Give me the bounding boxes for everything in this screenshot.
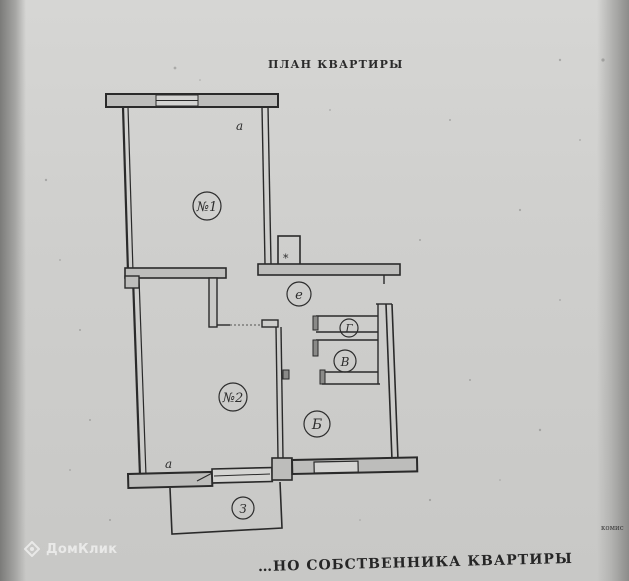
room-1-label-text: №1: [196, 200, 218, 215]
room-1-label: №1: [192, 191, 222, 221]
room1-bottom-partition: [124, 267, 227, 279]
room1-right-wall-b: [267, 106, 272, 265]
bottom-window-pane: [213, 473, 271, 477]
room-e-label-text: е: [295, 288, 303, 303]
room2-right-wall-b: [280, 326, 284, 459]
room-b-label: Б: [303, 410, 331, 438]
bath-v-door: [312, 339, 319, 357]
corridor-top-wall: [257, 263, 401, 276]
room2-right-wall-a: [275, 326, 279, 459]
room-z-label-text: З: [239, 502, 246, 516]
room1-left-wall-outer: [121, 106, 130, 273]
room-b-right-wall-a: [385, 303, 393, 461]
room-2-label-text: №2: [222, 391, 244, 406]
wall-corner-left: [124, 275, 140, 289]
watermark: ДомКлик: [24, 541, 117, 557]
room-v-label-text: В: [340, 355, 350, 369]
room-v-label: В: [333, 349, 357, 373]
room-labels: №1 №2 Б В Г е: [192, 191, 359, 520]
room2-door-jamb: [208, 277, 218, 328]
room2-left-wall-inner: [138, 277, 147, 477]
document-title: ПЛАН КВАРТИРЫ: [268, 58, 404, 71]
room1-right-wall-a: [261, 106, 266, 265]
room-b-label-text: Б: [311, 417, 322, 433]
scan-noise: [44, 58, 605, 521]
window-mark-bottom: а: [165, 457, 172, 471]
shaft-mark: *: [283, 252, 289, 265]
room-b-window: [313, 460, 359, 474]
room-2-label: №2: [218, 382, 248, 412]
walls: [105, 93, 419, 535]
domclick-logo-icon: [24, 541, 40, 557]
balcony: [169, 481, 283, 535]
scan-shadow-right: [597, 0, 629, 581]
room-z-label: З: [231, 496, 255, 520]
room-g-label-text: Г: [344, 322, 353, 335]
room-b-left-door: [282, 369, 290, 380]
bottom-wall-pier: [271, 457, 293, 481]
room1-left-wall-inner: [127, 106, 134, 273]
room-b-door: [319, 369, 326, 385]
room2-left-wall-outer: [131, 277, 142, 477]
window-mark-top: а: [236, 119, 243, 133]
room-b-right-wall-b: [391, 303, 399, 461]
vent-shaft: [277, 235, 301, 267]
watermark-text: ДомКлик: [46, 541, 118, 557]
scan-shadow-left: [0, 0, 26, 581]
room-e-label: е: [286, 281, 312, 307]
partition-cap: [261, 319, 279, 328]
edge-note: комис: [601, 524, 624, 532]
bath-g-door: [312, 315, 319, 331]
room-g-label: Г: [339, 318, 359, 338]
